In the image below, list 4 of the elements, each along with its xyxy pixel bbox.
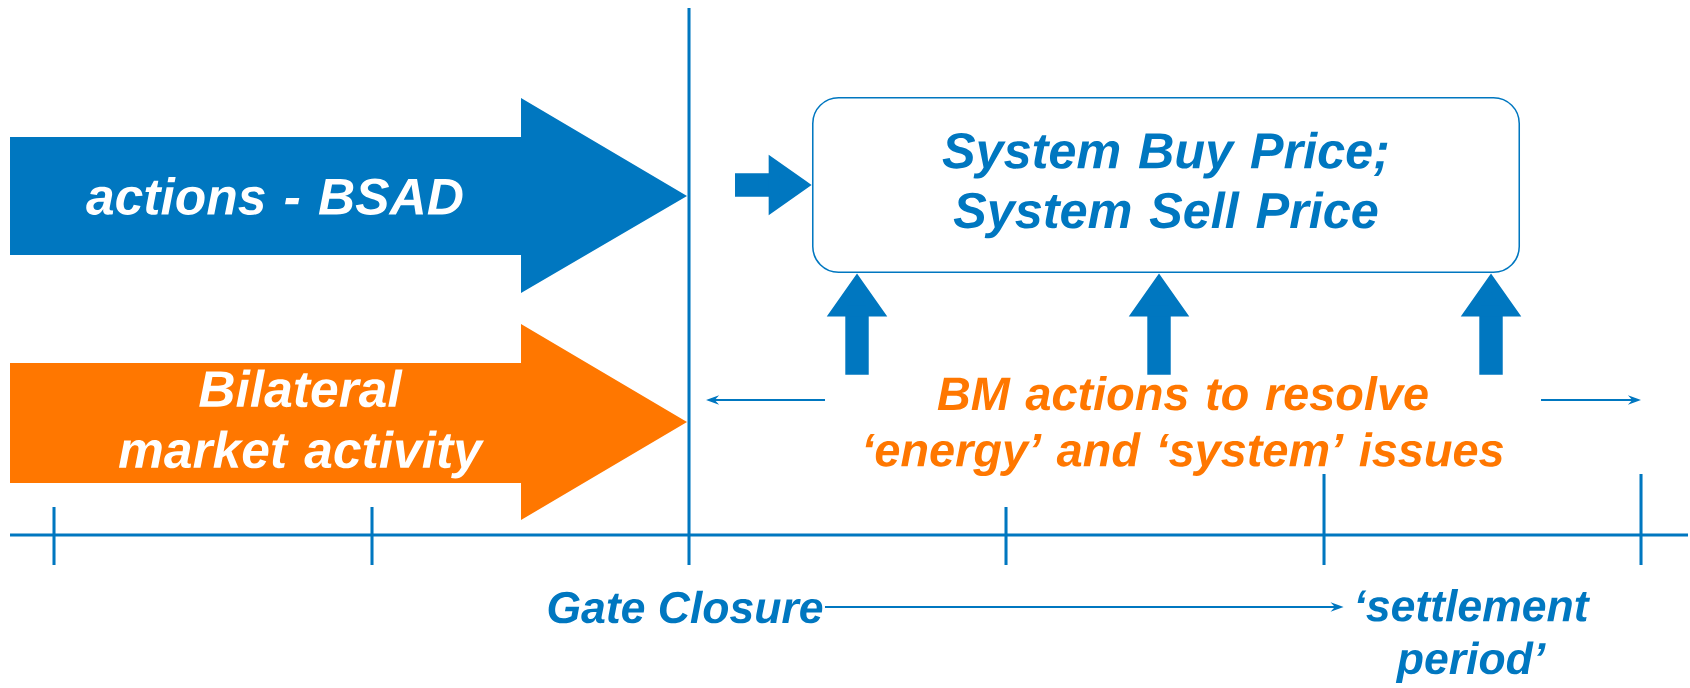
timeline-label: Gate Closure (548, 590, 823, 624)
price-box: System Buy Price; System Sell Price (812, 96, 1520, 274)
timeline-label: BM actions to resolve ‘energy’ and ‘system’ issues (865, 376, 1503, 476)
timeline-label: ‘settlement period’ (1357, 588, 1591, 684)
